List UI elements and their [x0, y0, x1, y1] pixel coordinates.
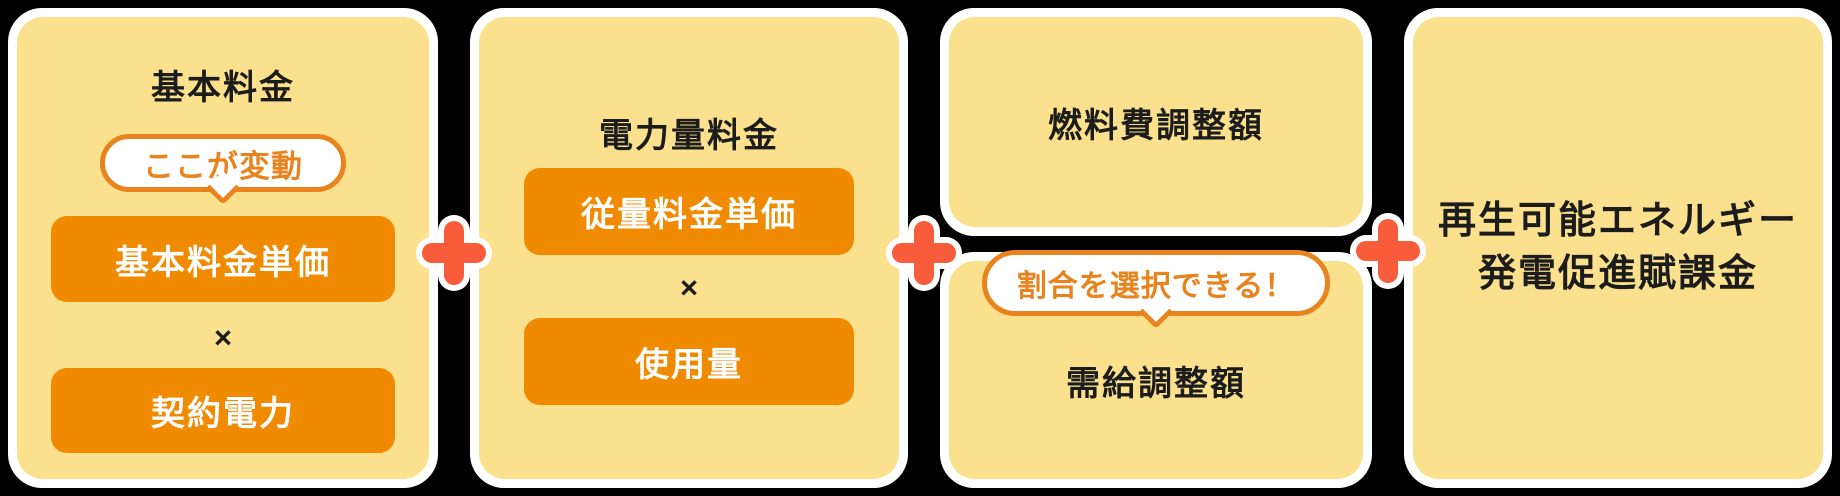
basic-unit-price-box: 基本料金単価 [51, 216, 395, 302]
renewable-energy-levy-title: 再生可能エネルギー 発電促進賦課金 [1404, 8, 1832, 488]
plus-icon [415, 214, 493, 292]
energy-charge-title: 電力量料金 [599, 117, 779, 155]
supply-demand-adjustment-title: 需給調整額 [1066, 365, 1246, 403]
basic-charge-card: 基本料金 ここが変動 基本料金単価 × 契約電力 [8, 8, 438, 488]
renewable-energy-levy-line2: 発電促進賦課金 [1477, 253, 1758, 295]
plus-icon [1349, 212, 1427, 290]
varies-callout-bubble: ここが変動 [100, 134, 346, 205]
plus-icon [885, 214, 963, 292]
usage-amount-box: 使用量 [524, 318, 854, 405]
renewable-energy-levy-card: 再生可能エネルギー 発電促進賦課金 [1404, 8, 1832, 488]
fuel-cost-adjustment-card: 燃料費調整額 [940, 8, 1372, 236]
multiply-operator: × [213, 320, 233, 355]
renewable-energy-levy-line1: 再生可能エネルギー [1437, 200, 1798, 242]
contract-power-box: 契約電力 [51, 368, 395, 453]
multiply-operator: × [679, 270, 699, 305]
select-ratio-callout-bubble: 割合を選択できる！ [982, 250, 1330, 329]
metered-unit-price-box: 従量料金単価 [524, 168, 854, 255]
energy-charge-card: 電力量料金 従量料金単価 × 使用量 [470, 8, 908, 488]
basic-charge-title: 基本料金 [151, 69, 295, 107]
fuel-cost-adjustment-card-background [949, 17, 1363, 227]
renewable-energy-levy-card-background [1413, 17, 1823, 479]
fuel-cost-adjustment-title: 燃料費調整額 [1048, 106, 1264, 145]
